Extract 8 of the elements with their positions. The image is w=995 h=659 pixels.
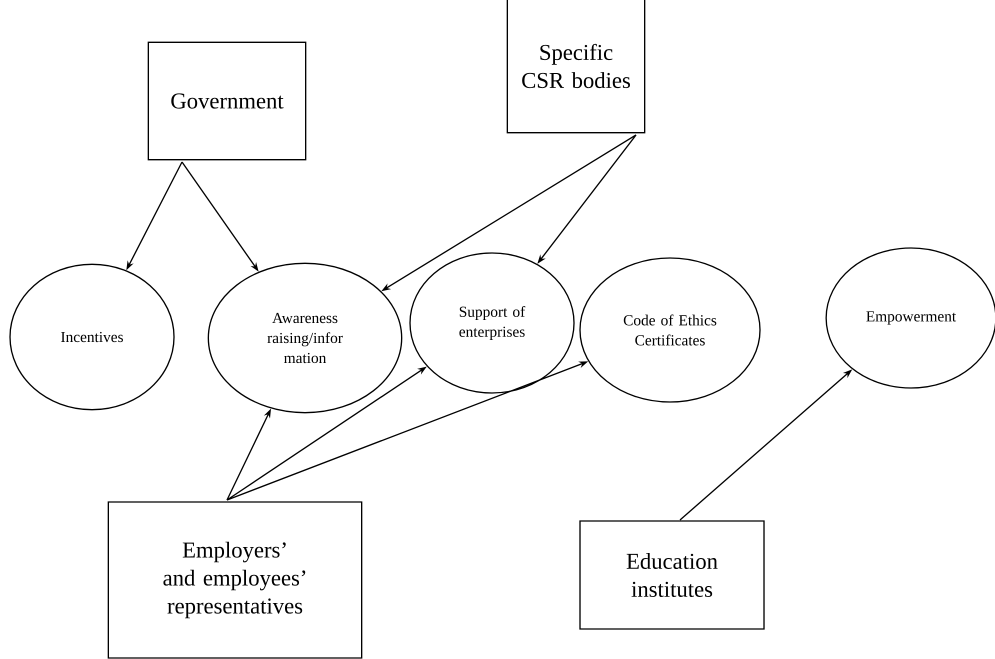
label-box: Government xyxy=(148,42,306,160)
label-box: Education institutes xyxy=(579,520,765,630)
ellipse-node: Awareness raising/infor mation xyxy=(208,262,402,414)
ellipse-node: Incentives xyxy=(9,264,175,410)
label-box: Specific CSR bodies xyxy=(506,0,646,134)
ellipse-node: Support of enterprises xyxy=(409,252,575,394)
ellipse-node: Code of Ethics Certificates xyxy=(579,257,761,403)
label-box: Employers’ and employees’ representatives xyxy=(108,501,362,659)
